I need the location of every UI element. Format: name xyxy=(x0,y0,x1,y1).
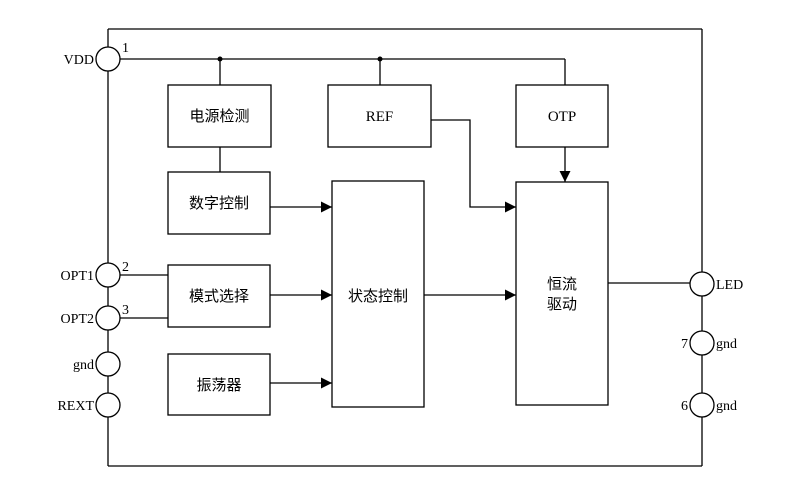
block-oscillator-label: 振荡器 xyxy=(196,376,241,394)
pin-led-name: LED xyxy=(716,278,743,293)
pin-vdd: VDD 1 xyxy=(64,41,129,72)
vdd-junction-1 xyxy=(217,56,223,62)
block-mode-select: 模式选择 xyxy=(167,264,271,328)
block-digital-control: 数字控制 xyxy=(167,171,271,235)
block-cc-drive: 恒流 驱动 xyxy=(515,181,609,406)
pin-gnd-6-name: gnd xyxy=(716,399,737,414)
block-otp: OTP xyxy=(515,84,609,148)
pin-gnd-left: gnd xyxy=(73,351,121,377)
block-state-control-label: 状态控制 xyxy=(348,287,408,305)
pin-opt1: OPT1 2 xyxy=(61,260,129,288)
block-power-detect-label: 电源检测 xyxy=(189,107,249,125)
block-ref-label: REF xyxy=(366,109,394,125)
block-mode-select-label: 模式选择 xyxy=(189,287,249,305)
arrow-ref-to-drive xyxy=(431,119,516,213)
block-power-detect: 电源检测 xyxy=(167,84,272,148)
block-oscillator: 振荡器 xyxy=(167,353,271,416)
pin-gnd-6: 6 gnd xyxy=(681,392,737,418)
pin-rext: REXT xyxy=(57,392,121,418)
pin-gnd-7: 7 gnd xyxy=(681,330,737,356)
signal-wires xyxy=(120,119,690,389)
vdd-bus xyxy=(120,56,566,85)
block-cc-drive-label-1: 恒流 xyxy=(547,275,577,293)
chip-outline xyxy=(107,28,703,467)
block-state-control: 状态控制 xyxy=(331,180,425,408)
pin-gnd-7-name: gnd xyxy=(716,337,737,352)
block-digital-control-label: 数字控制 xyxy=(189,194,249,212)
vdd-junction-2 xyxy=(377,56,383,62)
pin-vdd-number: 1 xyxy=(122,41,129,56)
pin-gnd-left-name: gnd xyxy=(73,358,94,373)
block-otp-label: OTP xyxy=(548,109,576,125)
pin-gnd-6-number: 6 xyxy=(681,399,688,414)
pin-opt2-name: OPT2 xyxy=(61,312,94,327)
pin-gnd-7-number: 7 xyxy=(681,337,688,352)
pin-led: LED xyxy=(689,271,743,297)
pin-opt1-number: 2 xyxy=(122,260,129,275)
pin-vdd-name: VDD xyxy=(64,53,94,68)
block-cc-drive-label-2: 驱动 xyxy=(547,295,577,313)
block-ref: REF xyxy=(327,84,432,148)
pin-rext-name: REXT xyxy=(57,399,94,414)
pin-opt1-name: OPT1 xyxy=(61,269,94,284)
pin-opt2-number: 3 xyxy=(122,303,129,318)
pin-opt2: OPT2 3 xyxy=(61,303,129,331)
